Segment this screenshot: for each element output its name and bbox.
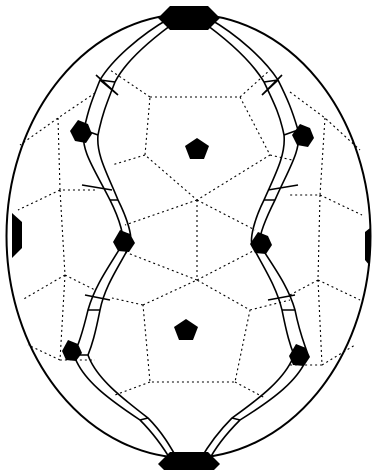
right-upper-marker bbox=[292, 124, 314, 147]
right-rope-inner bbox=[200, 20, 294, 460]
right-lower-marker bbox=[289, 344, 310, 366]
bottom-hexagon-marker bbox=[158, 452, 220, 470]
left-mid-marker bbox=[113, 230, 135, 252]
right-edge-marker bbox=[365, 228, 370, 266]
waist-edges bbox=[125, 200, 255, 280]
rope-boundaries bbox=[74, 18, 308, 462]
top-hexagon-marker bbox=[158, 6, 220, 30]
inner-right-face-edges bbox=[235, 70, 292, 398]
left-edge-marker bbox=[12, 213, 22, 258]
outer-boundary-ellipse bbox=[7, 14, 371, 458]
lower-center-pentagon-marker bbox=[174, 319, 198, 340]
lower-central-face bbox=[143, 280, 250, 382]
upper-center-pentagon-marker bbox=[185, 138, 209, 159]
right-mid-marker bbox=[250, 232, 272, 254]
left-upper-marker bbox=[70, 120, 92, 143]
